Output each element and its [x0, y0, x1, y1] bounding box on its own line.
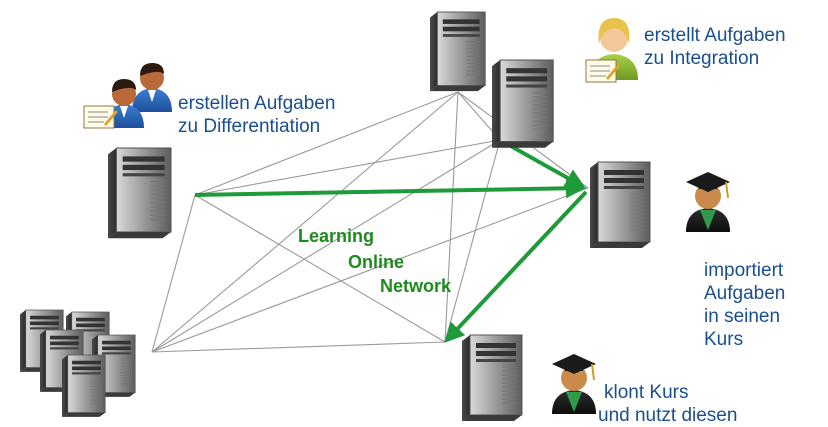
caption-line: Aufgaben — [704, 283, 786, 304]
caption-line: Kurs — [704, 329, 744, 350]
server-cluster-icon — [19, 309, 136, 418]
caption-line: zu Integration — [644, 48, 760, 69]
caption-import: importiert Aufgaben in seinen Kurs — [704, 259, 785, 351]
caption-integration: erstellt Aufgaben zu Integration — [644, 24, 786, 70]
caption-line: zu Differentiation — [178, 116, 321, 137]
caption-line: klont Kurs — [604, 382, 689, 403]
arrow-to-clone — [444, 190, 588, 343]
caption-line: in seinen — [704, 306, 781, 327]
server-icon — [61, 354, 106, 418]
server-icon — [589, 161, 651, 249]
network-label-online: Online — [348, 252, 405, 272]
caption-line: und nutzt diesen — [598, 405, 738, 426]
network-label-network: Network — [380, 276, 452, 296]
caption-line: importiert — [704, 260, 784, 281]
student-graduate-icon — [685, 171, 731, 233]
server-icon — [429, 11, 486, 92]
document-icon — [585, 59, 621, 83]
server-icon — [107, 147, 172, 239]
document-icon — [83, 105, 119, 129]
server-icon — [491, 59, 554, 149]
caption-line: erstellen Aufgaben — [178, 93, 336, 114]
caption-differentiation: erstellen Aufgaben zu Differentiation — [178, 92, 335, 138]
network-label-learning: Learning — [298, 226, 375, 246]
teacher-icon — [132, 63, 172, 112]
teacher-female-icon — [585, 18, 638, 83]
arrow-to-import — [194, 178, 586, 199]
server-icon — [461, 334, 523, 422]
student-graduate-icon — [551, 353, 597, 415]
teacher-pair-icon — [83, 63, 172, 129]
caption-line: erstellt Aufgaben — [644, 25, 786, 46]
caption-clone: klont Kurs und nutzt diesen — [598, 381, 737, 427]
